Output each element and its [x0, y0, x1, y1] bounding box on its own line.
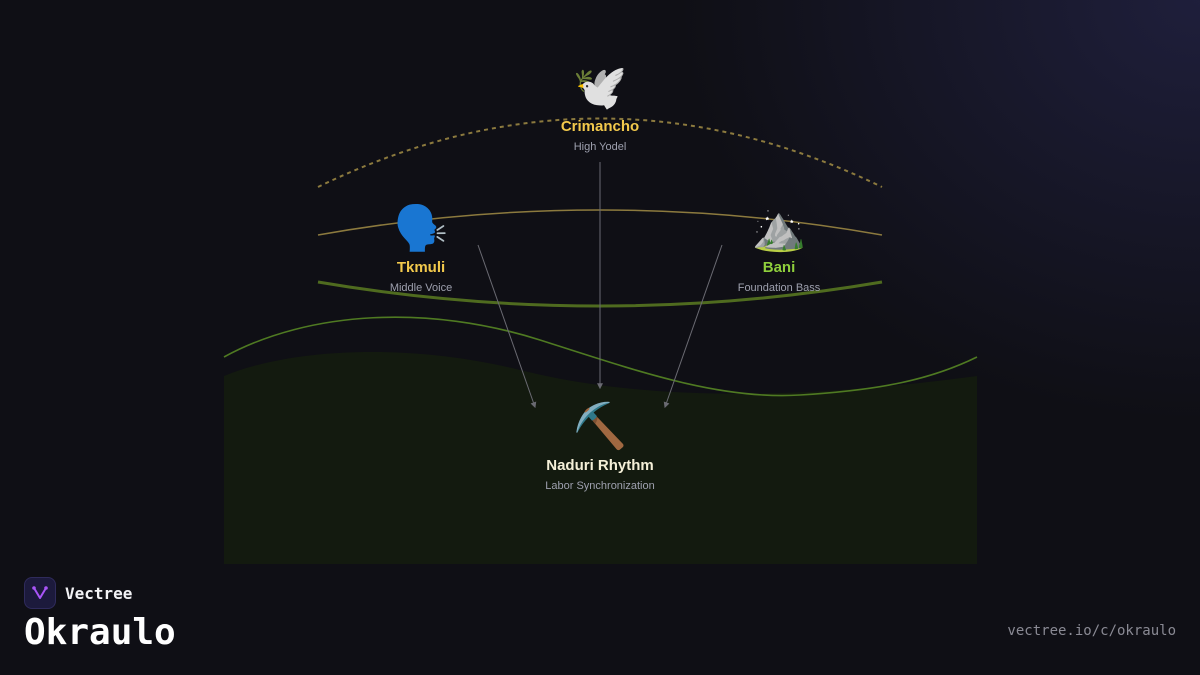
speaking-head-icon: 🗣️	[393, 203, 449, 254]
connector-tkmuli-naduri	[477, 244, 537, 409]
node-bani-subtitle: Foundation Bass	[737, 282, 821, 294]
node-tkmuli-name: Tkmuli	[396, 259, 446, 276]
pick-icon: ⛏️	[572, 401, 628, 452]
wave-line	[223, 316, 978, 397]
connector-bani-naduri	[663, 244, 723, 409]
node-bani: ⛰️ Bani Foundation Bass	[659, 203, 899, 295]
node-crimancho-name: Crimancho	[560, 118, 640, 135]
brand-logo	[24, 577, 56, 609]
page-title: Okraulo	[24, 612, 176, 653]
node-naduri-subtitle: Labor Synchronization	[545, 480, 655, 492]
brand-name: Vectree	[65, 583, 133, 603]
node-crimancho: 🕊️ Crimancho High Yodel	[480, 62, 720, 154]
node-tkmuli: 🗣️ Tkmuli Middle Voice	[301, 203, 541, 295]
mountain-icon: ⛰️	[751, 203, 807, 254]
dove-icon: 🕊️	[572, 62, 628, 113]
node-bani-name: Bani	[762, 259, 796, 276]
high-arc	[317, 117, 883, 188]
node-tkmuli-subtitle: Middle Voice	[389, 282, 453, 294]
node-naduri: ⛏️ Naduri Rhythm Labor Synchronization	[480, 401, 720, 493]
ground-area	[224, 351, 977, 564]
node-crimancho-subtitle: High Yodel	[573, 141, 627, 153]
tree-branch-icon	[32, 586, 48, 599]
brand[interactable]: Vectree	[24, 577, 132, 609]
page-url[interactable]: vectree.io/c/okraulo	[1007, 623, 1176, 639]
node-naduri-name: Naduri Rhythm	[546, 457, 654, 474]
